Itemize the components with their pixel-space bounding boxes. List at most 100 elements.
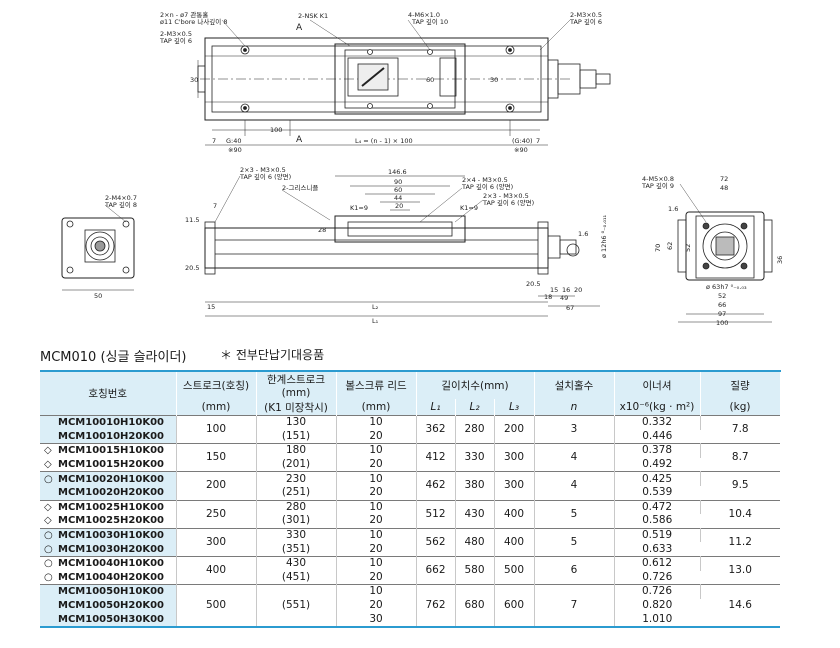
section-a-right: A xyxy=(296,135,303,145)
l3-cell: 400 xyxy=(494,528,535,557)
dim-16: 16 xyxy=(562,286,570,294)
label-m5: 4-M5×0.8 xyxy=(642,175,674,183)
dim-146: 146.6 xyxy=(388,168,407,176)
dim-7-front: 7 xyxy=(213,202,217,210)
label-grease-nipple: 2-그리스니플 xyxy=(282,183,318,192)
header-limit-stroke: 한계스트로크(mm) xyxy=(256,370,337,399)
mass-cell: 9.5 xyxy=(731,479,749,492)
model-code: MCM10040H10K00 xyxy=(58,558,164,570)
model-code-cell: ◇ MCM10025H10K00 xyxy=(40,500,177,515)
inertia-cell: 0.378 xyxy=(614,443,701,458)
limit-stroke-cell xyxy=(256,584,337,599)
lead-cell: 10 xyxy=(336,500,417,515)
dim-44: 44 xyxy=(394,194,402,202)
label-m4-depth: TAP 깊이 8 xyxy=(104,200,137,209)
model-code-cell: MCM10010H10K00 xyxy=(40,415,177,430)
holes-cell: 6 xyxy=(534,556,615,585)
limit-stroke-cell: 280 xyxy=(256,500,337,515)
header-inertia: 이너셔 xyxy=(614,370,701,399)
holes-cell: 5 xyxy=(534,528,615,557)
inertia-cell: 0.586 xyxy=(642,514,673,527)
dim-90-left: ※90 xyxy=(228,146,242,154)
limit-stroke-cell: 180 xyxy=(256,443,337,458)
lead-cell: 20 xyxy=(336,542,417,557)
dim-63h7: ø 63h7 ⁰₋₀.₀₃ xyxy=(706,283,747,291)
inertia-cell: 0.539 xyxy=(642,486,673,499)
lead-cell: 10 xyxy=(336,528,417,543)
availability-mark: ◇ xyxy=(44,515,52,527)
dim-48: 48 xyxy=(720,184,728,192)
dim-20-5-right: 20.5 xyxy=(526,280,540,288)
label-tap-right: 2-M3×0.5 xyxy=(570,11,602,19)
l3-cell: 300 xyxy=(494,443,535,472)
model-code-cell: MCM10050H30K00 xyxy=(40,612,177,627)
label-through-hole: 2×n - ø7 관통홀 xyxy=(160,10,208,19)
model-code: MCM10015H10K00 xyxy=(58,445,164,457)
subheader-mass-unit: (kg) xyxy=(700,399,781,416)
inertia-cell: 0.820 xyxy=(642,599,673,612)
header-mass: 질량 xyxy=(700,370,781,399)
l3-cell: 300 xyxy=(494,471,535,501)
availability-mark: ◇ xyxy=(44,501,52,513)
dim-1-6-front: 1.6 xyxy=(578,230,588,238)
dim-66: 66 xyxy=(718,301,726,309)
model-code: MCM10015H20K00 xyxy=(58,459,164,471)
dim-15: 15 xyxy=(550,286,558,294)
limit-stroke-cell: (201) xyxy=(256,457,337,472)
l2-cell: 280 xyxy=(455,415,495,444)
lead-cell: 10 xyxy=(336,415,417,430)
dim-g40-right: (G:40) xyxy=(512,137,533,145)
dim-7-right: 7 xyxy=(536,137,540,145)
subheader-l2: L₂ xyxy=(455,399,495,416)
dim-12h6: ø 12h6 ⁰₋₀.₀₁₁ xyxy=(600,214,608,258)
inertia-cell: 0.492 xyxy=(642,458,673,471)
dim-l4: L₄ = (n - 1) × 100 xyxy=(355,137,413,145)
availability-mark: ○ xyxy=(44,571,53,583)
model-code: MCM10025H10K00 xyxy=(58,501,164,513)
subheader-inertia-unit: x10⁻⁶(kg · m²) xyxy=(614,399,701,416)
top-view: 2×n - ø7 관통홀 ø11 C'bore 나사깊이 8 2-M3×0.5 … xyxy=(159,10,611,154)
dim-1-6-end: 1.6 xyxy=(668,205,678,213)
limit-stroke-cell: (351) xyxy=(256,542,337,557)
limit-stroke-cell: (251) xyxy=(256,485,337,501)
dim-28: 28 xyxy=(318,226,326,234)
label-tap-left: 2-M3×0.5 xyxy=(160,30,192,38)
limit-stroke-cell: (301) xyxy=(256,514,337,529)
dim-90-right: ※90 xyxy=(514,146,528,154)
inertia-cell: 0.472 xyxy=(614,500,701,515)
dim-7-left: 7 xyxy=(212,137,216,145)
label-front-tap-c-depth: TAP 깊이 6 (양면) xyxy=(461,182,513,191)
lead-cell: 20 xyxy=(336,514,417,529)
lead-cell: 20 xyxy=(336,570,417,585)
mass-cell: 10.4 xyxy=(728,507,752,520)
lead-cell: 10 xyxy=(336,556,417,571)
lead-cell: 20 xyxy=(336,598,417,613)
l1-cell: 462 xyxy=(416,471,456,501)
holes-cell: 4 xyxy=(534,471,615,501)
section-title: MCM010 (싱글 슬라이더) xyxy=(40,350,187,365)
label-tap-depth-right: TAP 깊이 6 xyxy=(569,17,602,26)
dim-60: 60 xyxy=(426,76,434,84)
limit-stroke-cell: 130 xyxy=(256,415,337,430)
l1-cell: 562 xyxy=(416,528,456,557)
subheader-l3: L₃ xyxy=(494,399,535,416)
l2-cell: 480 xyxy=(455,528,495,557)
model-code-cell: ◇MCM10015H20K00 xyxy=(40,457,177,472)
front-view: 2×3 - M3×0.5 TAP 깊이 6 (양면) 2-그리스니플 2×4 -… xyxy=(185,166,608,325)
model-code-cell: ○MCM10040H10K00 xyxy=(40,556,177,571)
header-length: 길이치수(mm) xyxy=(416,370,535,399)
stroke-cell: 400 xyxy=(176,556,257,585)
inertia-cell: 0.332 xyxy=(614,415,701,430)
dim-70: 70 xyxy=(654,244,662,252)
mass-cell: 7.8 xyxy=(731,423,749,436)
inertia-cell: 0.519 xyxy=(614,528,701,543)
model-code-cell: ◇MCM10025H20K00 xyxy=(40,514,177,529)
model-code: MCM10030H20K00 xyxy=(58,543,164,555)
header-stroke: 스트로크(호칭) xyxy=(176,370,257,399)
subheader-lead-unit: (mm) xyxy=(336,399,417,416)
